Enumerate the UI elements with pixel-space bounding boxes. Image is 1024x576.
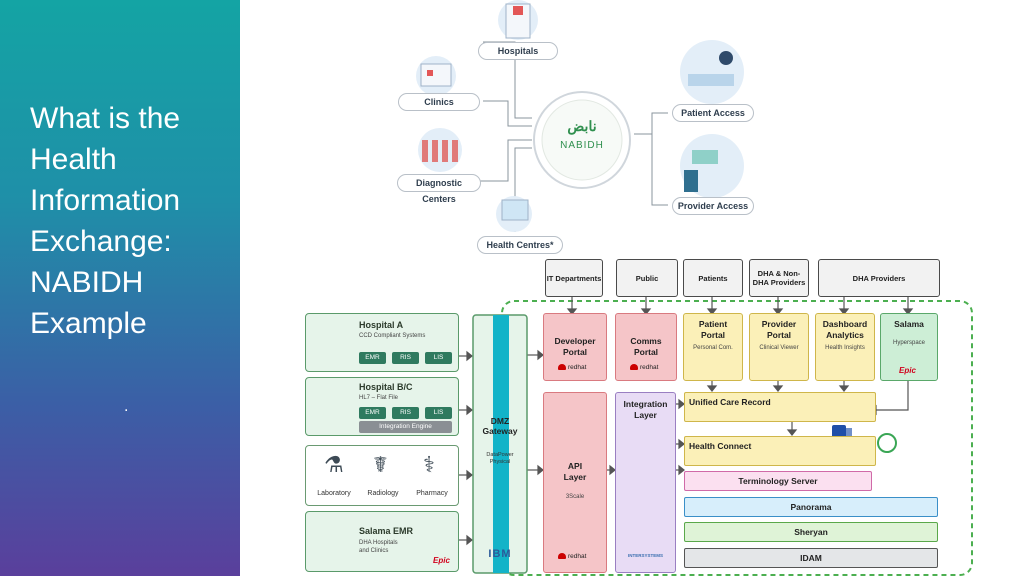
node-clinics: Clinics xyxy=(398,93,480,111)
lab-label-laboratory: Laboratory xyxy=(317,490,351,497)
tag-ris: RIS xyxy=(392,352,419,364)
panorama-bar: Panorama xyxy=(684,497,938,517)
comms-portal-column: Comms Portal redhat xyxy=(615,313,677,381)
salama-emr-subtitle: DHA Hospitals xyxy=(359,540,398,546)
epic-logo: Epic xyxy=(899,366,916,375)
dmz-sub: Physical xyxy=(489,459,511,465)
patient-illustration xyxy=(680,40,744,104)
portal-sub: Personal Com. xyxy=(693,345,733,351)
diagnostic-illustration xyxy=(418,128,462,172)
lab-label-radiology: Radiology xyxy=(367,490,399,497)
nabidh-logo-arabic: نابض xyxy=(567,118,597,134)
intersystems-logo: INTERSYSTEMS xyxy=(627,553,663,558)
top-box-it-departments: IT Departments xyxy=(545,259,603,297)
sidebar-dot: . xyxy=(124,398,129,415)
api-layer-title: Layer xyxy=(563,472,587,482)
api-layer-title: API xyxy=(567,461,583,471)
integration-layer-column: Integration Layer INTERSYSTEMS xyxy=(615,392,676,573)
api-layer-sub: 3Scale xyxy=(565,494,585,500)
node-diagnostic-centers: Diagnostic Centers xyxy=(397,174,481,204)
unified-care-record-bar: Unified Care Record xyxy=(684,392,876,422)
top-box-dha-providers: DHA Providers xyxy=(818,259,940,297)
portal-title: Patient xyxy=(698,319,728,329)
radiology-icon: ☤ xyxy=(373,452,388,477)
hospital-a-title: Hospital A xyxy=(359,320,404,330)
tag-lis: LIS xyxy=(425,352,452,364)
dashboard-analytics-box: Dashboard Analytics Health Insights xyxy=(815,313,875,381)
health-connect-bar: Health Connect xyxy=(684,436,876,466)
slide-title: What is the Health Information Exchange:… xyxy=(30,98,230,344)
portal-sub: Clinical Viewer xyxy=(759,345,799,351)
salama-emr-title: Salama EMR xyxy=(359,526,414,536)
portal-title: Salama xyxy=(894,319,924,329)
sheryan-bar: Sheryan xyxy=(684,522,938,542)
redhat-logo: redhat xyxy=(558,553,586,560)
patient-portal-box: Patient Portal Personal Com. xyxy=(683,313,743,381)
hospital-a-subtitle: CCD Compliant Systems xyxy=(359,333,426,339)
laboratory-icon: ⚗ xyxy=(324,452,344,477)
ibm-logo: IBM xyxy=(488,548,512,560)
idam-bar: IDAM xyxy=(684,548,938,568)
portal-title: Portal xyxy=(700,330,726,340)
top-box-public: Public xyxy=(616,259,678,297)
title-line: NABIDH xyxy=(30,266,144,299)
nabidh-logo-text: NABIDH xyxy=(560,140,604,151)
lab-label-pharmacy: Pharmacy xyxy=(416,490,448,497)
hospital-illustration xyxy=(498,0,538,40)
node-health-centres: Health Centres* xyxy=(477,236,563,254)
portal-sub: Health Insights xyxy=(825,345,865,351)
dmz-title: DMZ Gateway xyxy=(482,416,518,436)
clinic-illustration xyxy=(416,56,456,96)
integration-layer-title: Layer xyxy=(634,410,657,420)
portal-title: Analytics xyxy=(826,330,864,340)
tag-emr: EMR xyxy=(359,352,386,364)
terminology-server-bar: Terminology Server xyxy=(684,471,872,491)
top-box-dha-non-dha-providers: DHA & Non-DHA Providers xyxy=(749,259,809,297)
developer-portal-title: Developer xyxy=(554,336,596,346)
portal-title: Portal xyxy=(766,330,792,340)
comms-portal-title: Portal xyxy=(633,347,659,357)
title-line: Information xyxy=(30,184,181,217)
portal-title: Provider xyxy=(761,319,797,329)
title-line: Example xyxy=(30,307,147,340)
comms-portal-title: Comms xyxy=(630,336,662,346)
developer-portal-title: Portal xyxy=(562,347,588,357)
node-provider-access: Provider Access xyxy=(672,197,754,215)
source-labs: ⚗ ☤ ⚕ Laboratory Radiology Pharmacy xyxy=(305,445,459,506)
api-layer-column: API Layer 3Scale redhat xyxy=(543,392,607,573)
node-patient-access: Patient Access xyxy=(672,104,754,122)
redhat-logo: redhat xyxy=(558,364,586,371)
title-line: Health xyxy=(30,143,117,176)
portal-sub: Hyperspace xyxy=(892,340,925,346)
salama-emr-subtitle: and Clinics xyxy=(359,548,389,554)
portal-title: Dashboard xyxy=(822,319,868,329)
health-centre-illustration xyxy=(496,196,532,232)
redhat-logo: redhat xyxy=(630,364,658,371)
developer-portal-column: Developer Portal redhat xyxy=(543,313,607,381)
title-line: What is the xyxy=(30,102,181,135)
salama-hyperspace-box: Salama Hyperspace Epic xyxy=(880,313,938,381)
epic-logo: Epic xyxy=(433,556,450,565)
tag-lis: LIS xyxy=(425,407,452,419)
pharmacy-icon: ⚕ xyxy=(423,452,435,477)
dmz-pipe xyxy=(493,315,509,573)
nabidh-logo-small xyxy=(877,433,897,453)
source-hospital-bc: Hospital B/C HL7 – Flat File EMR RIS LIS… xyxy=(305,377,459,436)
source-hospital-a: Hospital A CCD Compliant Systems EMR RIS… xyxy=(305,313,459,372)
hospital-bc-title: Hospital B/C xyxy=(359,382,413,392)
top-box-patients: Patients xyxy=(683,259,743,297)
node-hospitals: Hospitals xyxy=(478,42,558,60)
provider-portal-box: Provider Portal Clinical Viewer xyxy=(749,313,809,381)
integration-layer-title: Integration xyxy=(623,399,668,409)
hospital-bc-subtitle: HL7 – Flat File xyxy=(359,395,399,401)
dmz-sub: DataPower xyxy=(486,452,514,458)
tag-emr: EMR xyxy=(359,407,386,419)
title-sidebar: What is the Health Information Exchange:… xyxy=(0,0,240,576)
provider-illustration xyxy=(680,134,744,198)
diagram-canvas: Hospitals Clinics Diagnostic Centers Hea… xyxy=(240,0,1024,576)
source-salama-emr: Salama EMR DHA Hospitals and Clinics Epi… xyxy=(305,511,459,572)
tag-integration-engine: Integration Engine xyxy=(359,421,452,433)
tag-ris: RIS xyxy=(392,407,419,419)
title-line: Exchange: xyxy=(30,225,172,258)
